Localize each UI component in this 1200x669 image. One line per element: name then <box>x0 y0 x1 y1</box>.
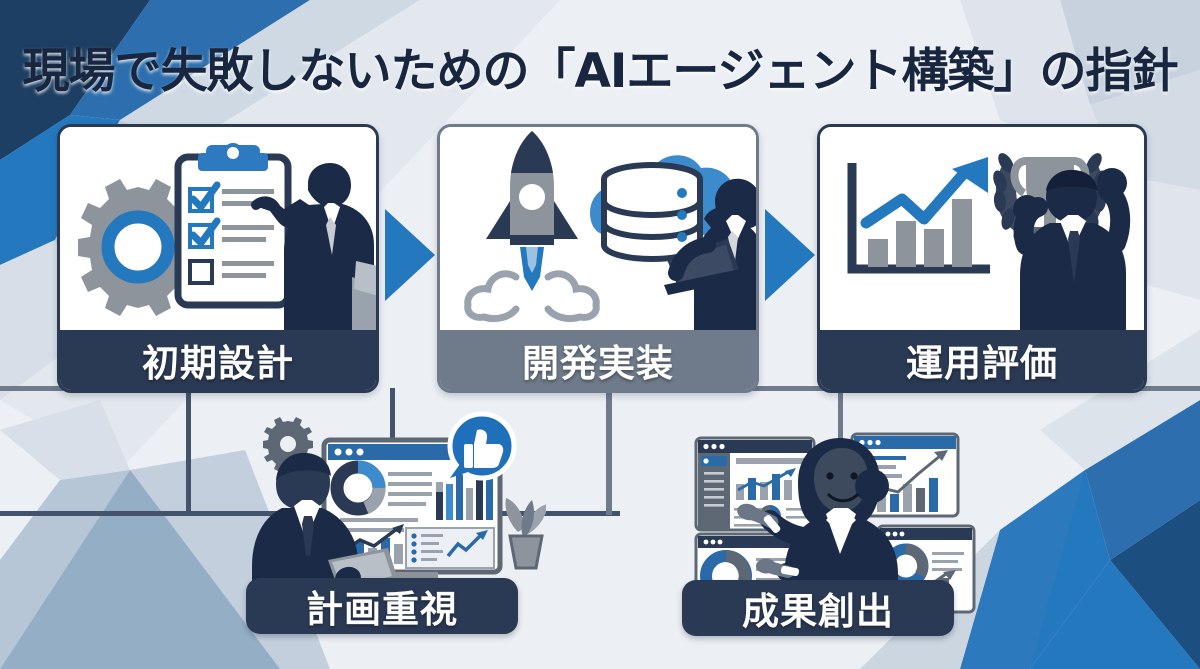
connector-step2-vertical <box>606 388 612 515</box>
donut-chart <box>330 460 386 516</box>
card1-label: 初期設計 <box>142 342 294 385</box>
outcome2-label-pill: 成果創出 <box>682 580 954 636</box>
outcome-block-results[interactable]: 成果創出 <box>668 408 984 636</box>
thumbs-up-bubble-icon <box>447 411 517 481</box>
database-cylinder <box>601 162 703 263</box>
flow-card-operation-evaluation[interactable]: 運用評価 <box>817 124 1147 393</box>
arrow-step2-to-step3 <box>765 209 815 301</box>
clipboard-checklist-icon <box>174 143 292 309</box>
card2-artwork <box>440 127 756 330</box>
card3-label: 運用評価 <box>906 342 1058 385</box>
card2-label-band: 開発実装 <box>440 330 756 390</box>
card1-artwork <box>60 127 376 330</box>
bar-chart-growth-icon <box>847 157 990 274</box>
card3-label-band: 運用評価 <box>820 330 1144 390</box>
trend-panel <box>405 527 495 569</box>
card1-label-band: 初期設計 <box>60 330 376 390</box>
potted-plant-icon <box>505 498 546 570</box>
businessman-pointing-icon <box>251 163 376 330</box>
flow-card-initial-design[interactable]: 初期設計 <box>57 124 379 393</box>
card3-artwork <box>820 127 1144 330</box>
rocket-icon <box>464 131 600 323</box>
outcome-block-plan-focus[interactable]: 計画重視 <box>236 410 546 634</box>
page-title: 現場で失敗しないための「AIエージェント構築」の指針 <box>22 44 1179 99</box>
connector-step1-vertical <box>186 388 191 515</box>
celebrating-businessman-icon <box>1013 168 1131 330</box>
flow-card-development[interactable]: 開発実装 <box>437 124 759 393</box>
arrow-step1-to-step2 <box>385 209 435 301</box>
card2-label: 開発実装 <box>522 342 674 385</box>
businesswoman-laptop-icon <box>664 178 756 330</box>
outcome1-label-pill: 計画重視 <box>246 578 518 634</box>
cloud-database-icon <box>590 155 745 263</box>
gear-icon <box>78 179 198 316</box>
outcome1-label: 計画重視 <box>306 588 458 631</box>
outcome2-label: 成果創出 <box>742 590 894 633</box>
